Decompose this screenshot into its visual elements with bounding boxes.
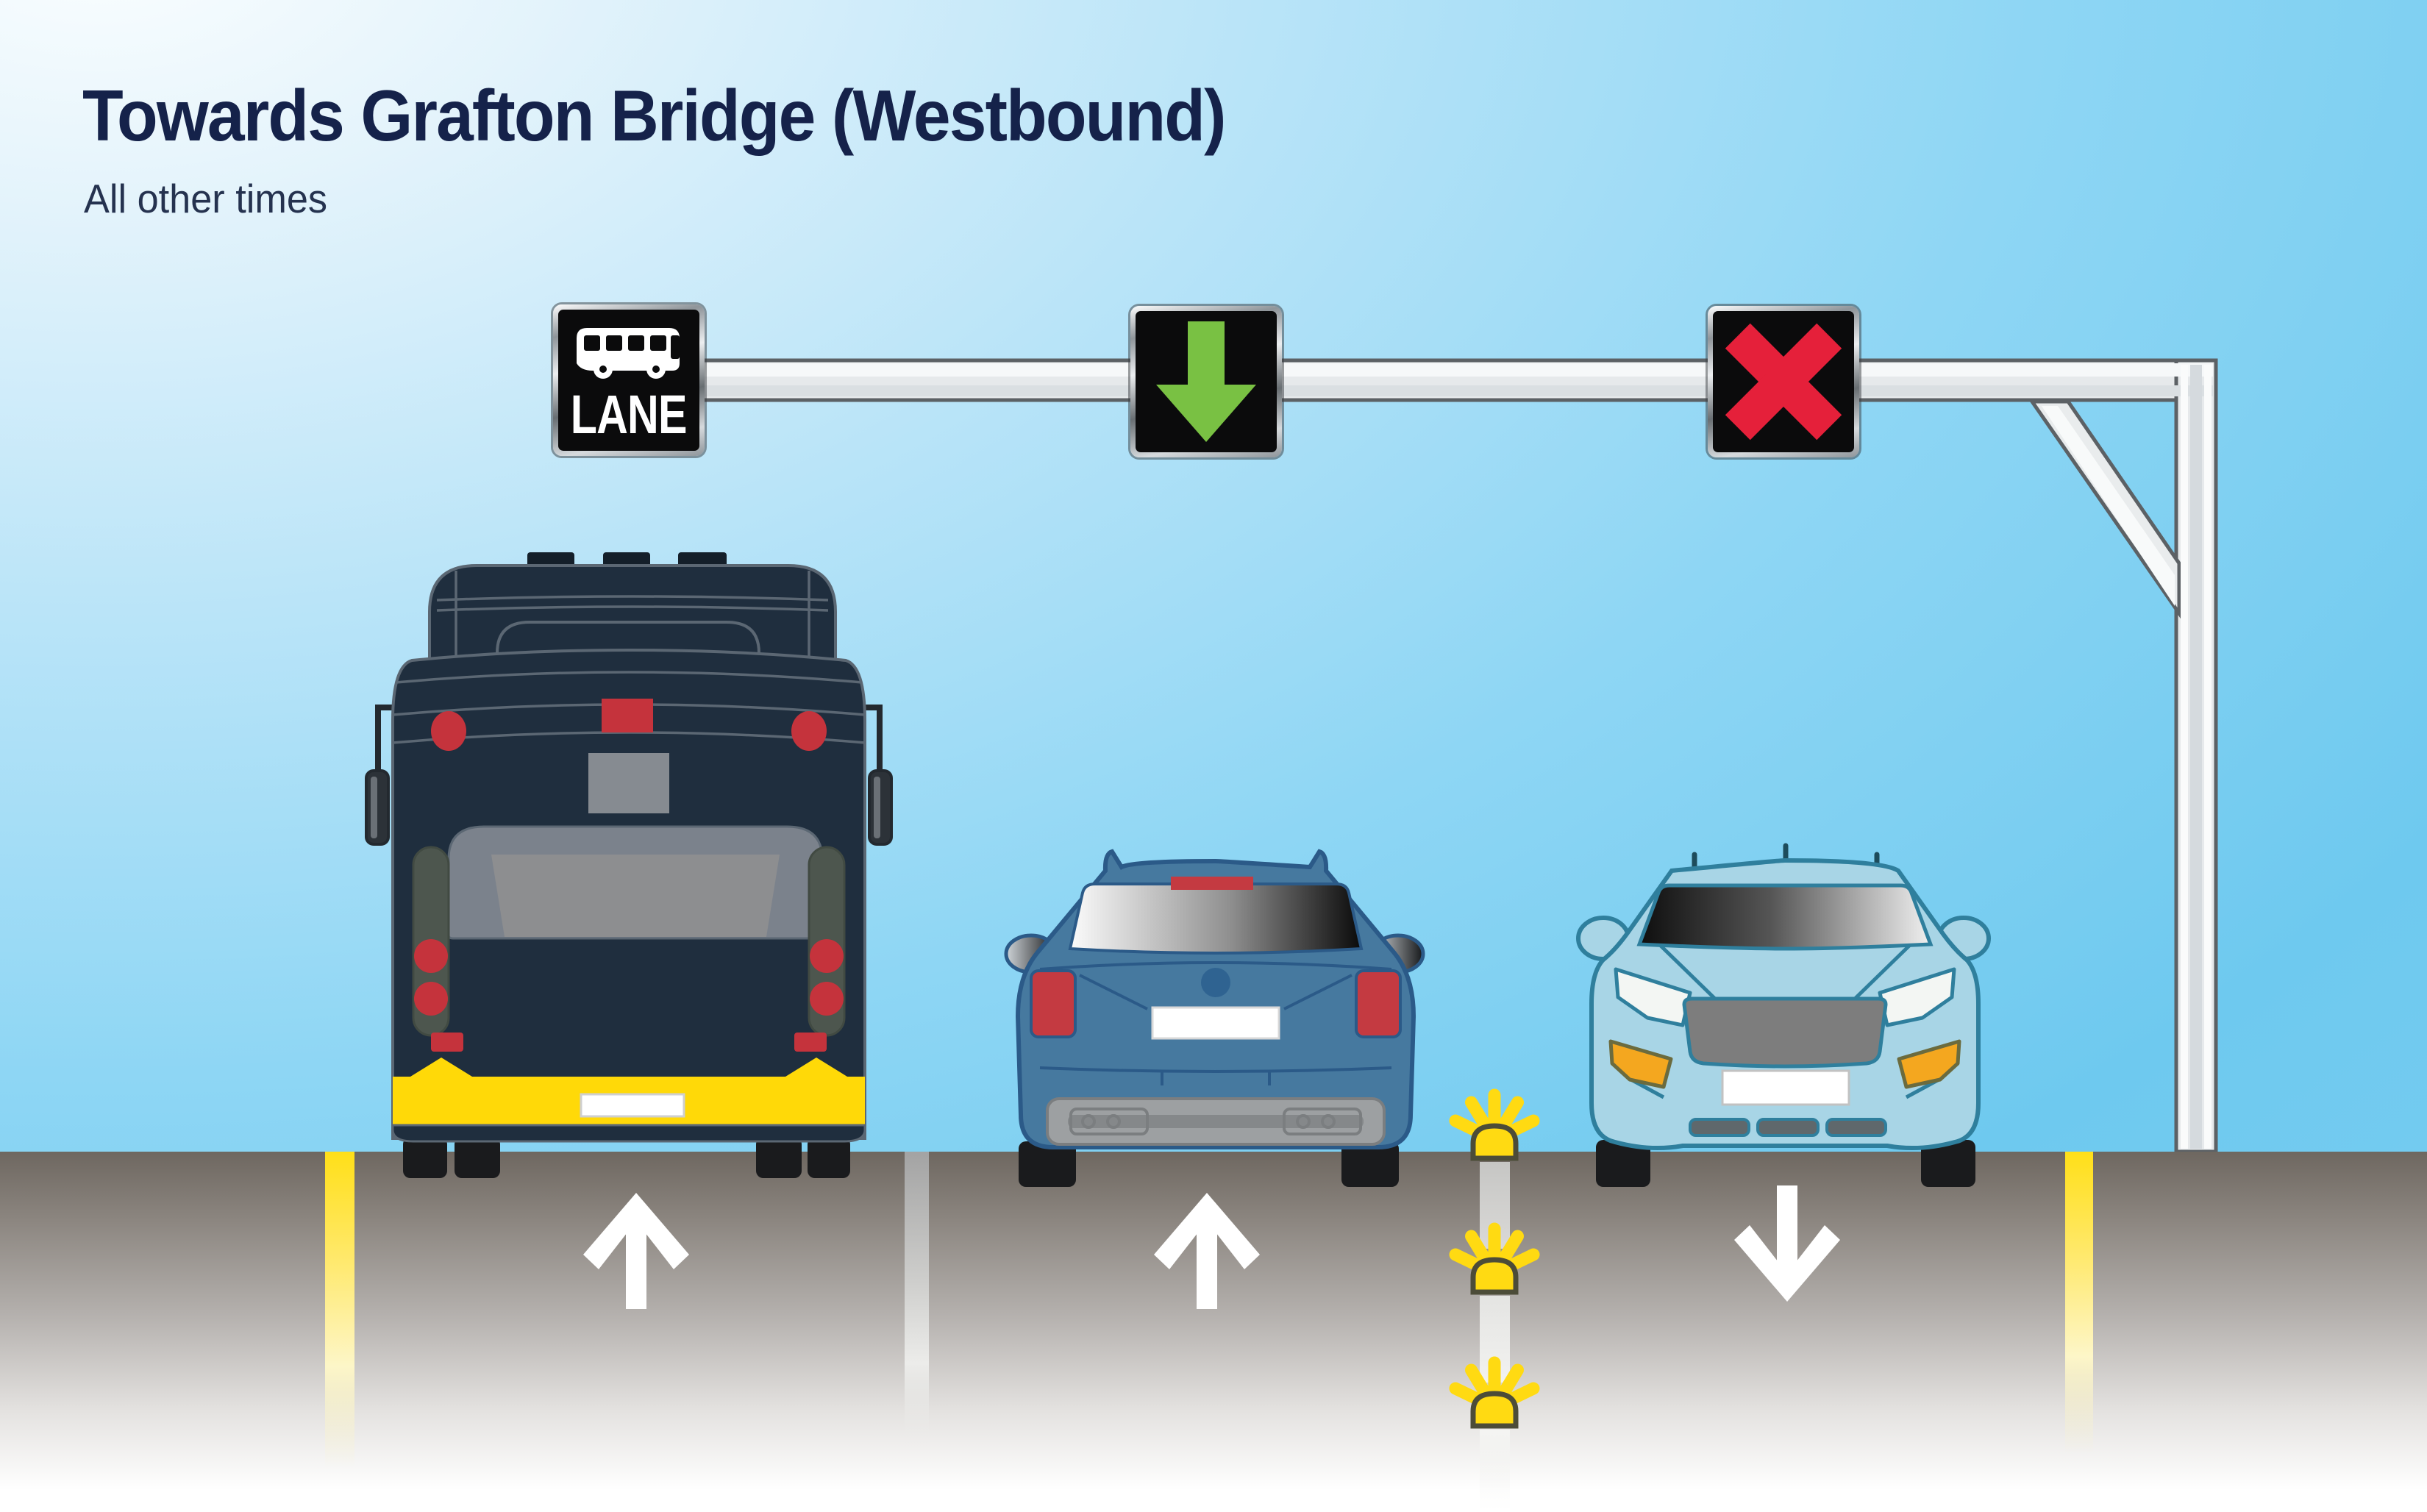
lane-divider-line (905, 1152, 929, 1446)
fog-light (1608, 1039, 1673, 1089)
centre-line-dash (1480, 1430, 1510, 1511)
bus-license-plate (580, 1093, 685, 1118)
right-yellow-edge-line (2065, 1152, 2093, 1453)
headlight (1614, 967, 1692, 1027)
raised-pavement-marker-icon (1449, 1356, 1540, 1429)
fog-light (1897, 1039, 1961, 1089)
bus-lane-sign-label: LANE (571, 383, 688, 445)
grille (1682, 996, 1888, 1069)
lane-open-sign (1130, 306, 1282, 457)
headlight (1878, 967, 1956, 1027)
light-blue-car-license-plate (1721, 1069, 1850, 1106)
blue-car-license-plate (1151, 1006, 1280, 1040)
oncoming-lane-down-arrow (1734, 1185, 1840, 1302)
raised-pavement-marker-icon (1449, 1088, 1540, 1161)
red-x-icon (1725, 323, 1842, 441)
gantry-brace (2028, 399, 2181, 619)
bus-lane-sign: LANE (553, 304, 705, 456)
lane-closed-sign (1708, 306, 1859, 457)
page-subtitle: All other times (84, 176, 328, 221)
bus-mirrors (365, 705, 893, 846)
bus (365, 552, 893, 1178)
bus-bumper (393, 1058, 865, 1125)
bus-icon (577, 327, 680, 379)
centre-lane-up-arrow (1154, 1193, 1260, 1309)
page-title: Towards Grafton Bridge (Westbound) (82, 75, 1226, 156)
left-yellow-edge-line (325, 1152, 354, 1468)
bus-tail-lights (412, 846, 846, 1052)
light-blue-car (1576, 843, 1991, 1187)
green-down-arrow-icon (1156, 321, 1256, 442)
raised-pavement-marker-icon (1449, 1222, 1540, 1295)
blue-car (1004, 849, 1425, 1187)
bus-lane-up-arrow (583, 1193, 689, 1309)
